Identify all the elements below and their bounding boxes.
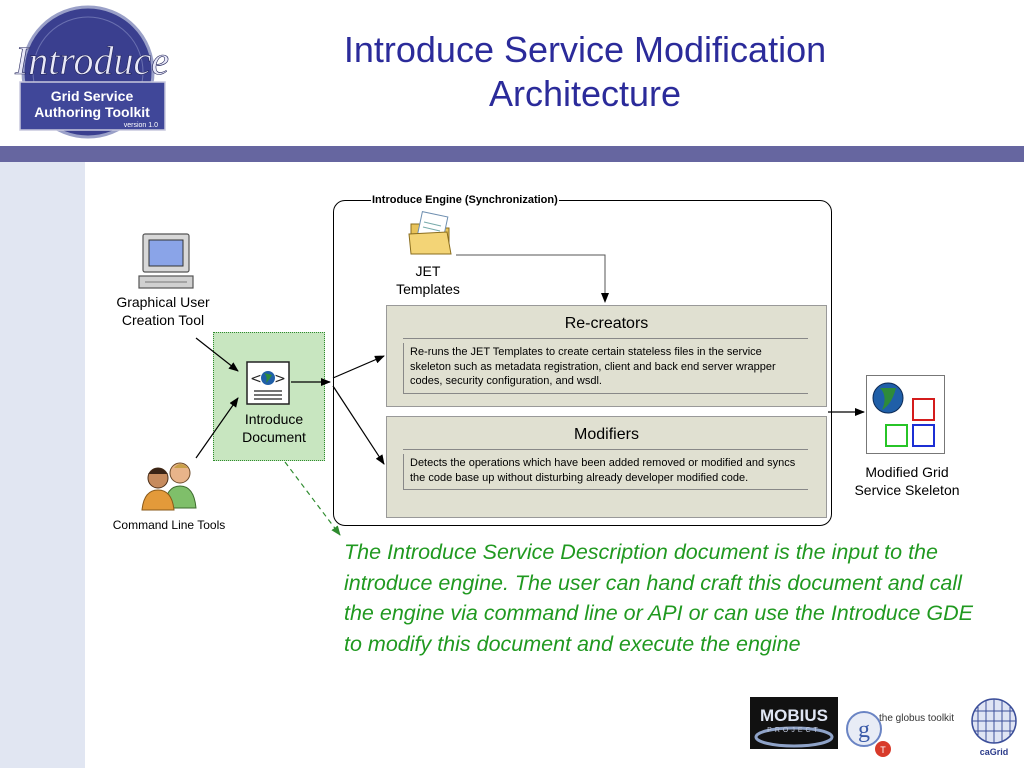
- output-label: Modified Grid Service Skeleton: [854, 464, 960, 498]
- svg-text:MOBIUS: MOBIUS: [760, 706, 828, 725]
- recreators-title: Re-creators: [564, 315, 649, 332]
- svg-text:>: >: [274, 371, 286, 387]
- logo-version: version 1.0: [124, 122, 158, 129]
- command-line-label: Command Line Tools: [112, 518, 226, 532]
- modifiers-panel: Modifiers Detects the operations which h…: [386, 416, 827, 518]
- recreators-rule: [403, 338, 808, 339]
- svg-text:PROJECT: PROJECT: [767, 727, 821, 734]
- introduce-document-label: Introduce Document: [242, 411, 306, 445]
- logo-line1: Grid Service: [51, 88, 134, 104]
- logo-script: Introduce: [14, 38, 169, 83]
- engine-label: Introduce Engine (Synchronization): [371, 193, 559, 207]
- modifiers-rule: [403, 449, 808, 450]
- svg-text:<: <: [250, 371, 262, 387]
- recreators-description: Re-runs the JET Templates to create cert…: [403, 343, 808, 394]
- recreators-panel: Re-creators Re-runs the JET Templates to…: [386, 305, 827, 407]
- globus-logo: g T the globus toolkit: [846, 711, 954, 757]
- modifiers-description: Detects the operations which have been a…: [403, 454, 808, 490]
- introduce-document-box: [213, 332, 325, 461]
- svg-text:caGrid: caGrid: [980, 747, 1009, 757]
- users-icon: [141, 462, 197, 511]
- engine-to-modifiers-arrow: [332, 385, 385, 465]
- modifiers-title: Modifiers: [574, 426, 639, 443]
- jet-templates-icon: [408, 211, 452, 255]
- document-to-caption-arrow: [284, 461, 341, 536]
- engine-container: [333, 200, 832, 526]
- gui-to-document-arrow: [195, 337, 239, 372]
- side-strip: [0, 162, 85, 768]
- svg-text:T: T: [880, 745, 886, 755]
- logo-line2: Authoring Toolkit: [34, 104, 150, 120]
- mobius-logo: MOBIUS PROJECT: [750, 697, 838, 749]
- caption-text: The Introduce Service Description docume…: [344, 540, 974, 656]
- header-band: [0, 146, 1024, 162]
- computer-icon: [138, 233, 194, 289]
- slide-title: Introduce Service Modification Architect…: [343, 29, 827, 114]
- jet-templates-label: JET Templates: [396, 263, 460, 297]
- document-icon: < >: [246, 361, 290, 405]
- cagrid-logo: caGrid: [971, 698, 1017, 757]
- skeleton-icon: [872, 382, 935, 447]
- engine-to-recreators-arrow: [332, 355, 385, 379]
- cli-to-document-arrow: [195, 397, 239, 459]
- introduce-logo: Introduce Grid Service Authoring Toolkit…: [14, 5, 169, 139]
- svg-text:g: g: [858, 717, 870, 743]
- svg-text:the globus toolkit: the globus toolkit: [879, 713, 954, 724]
- jet-to-recreators-arrow: [456, 254, 609, 303]
- graphical-tool-label: Graphical User Creation Tool: [116, 294, 210, 328]
